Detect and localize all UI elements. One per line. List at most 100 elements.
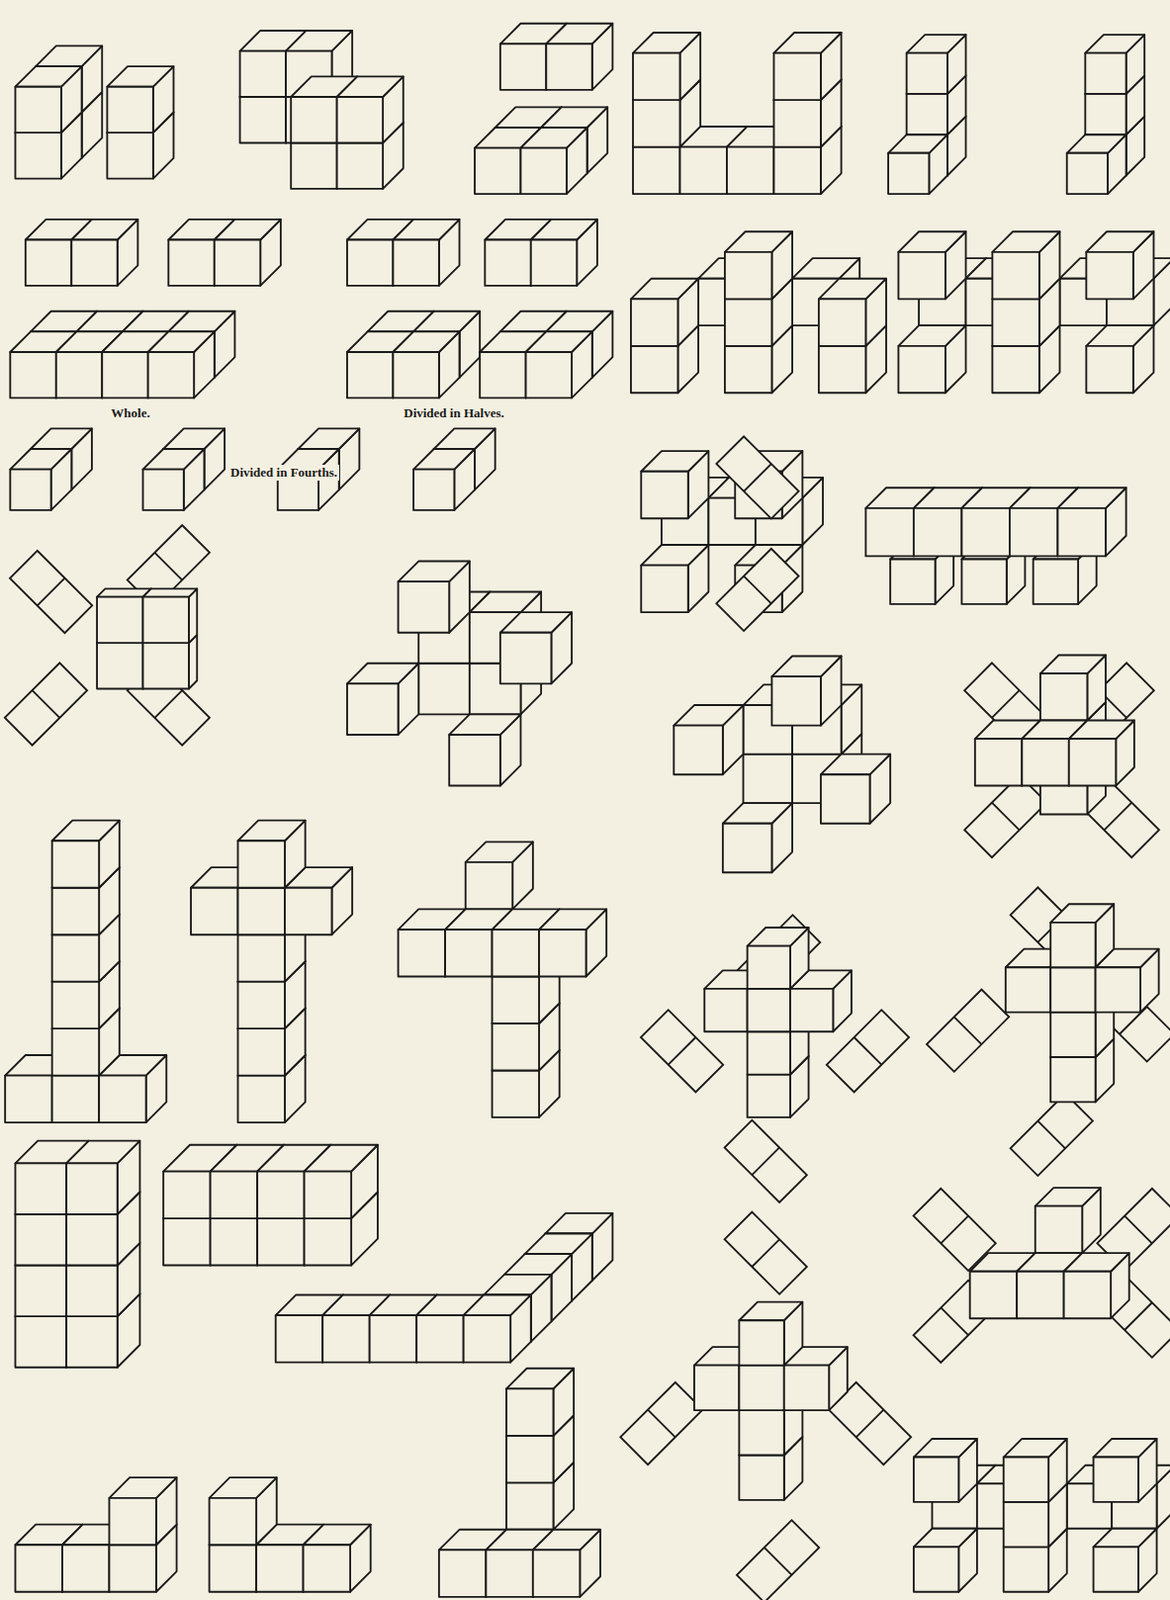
cube-front [14, 87, 61, 133]
cube-front [975, 738, 1022, 786]
cube-front [210, 1171, 258, 1219]
cube-top [818, 278, 887, 300]
cube-front [290, 96, 337, 143]
cube-top [1050, 903, 1114, 923]
cube-front [970, 1271, 1017, 1319]
cube-front [913, 1546, 959, 1592]
cube-top [398, 561, 470, 583]
cube-top [500, 612, 572, 633]
cube-top [413, 311, 480, 333]
tilted-block-face [736, 1520, 819, 1600]
cube-front [818, 346, 866, 393]
cube-front [25, 239, 72, 285]
cube-front [991, 252, 1039, 299]
cube-top [1057, 487, 1126, 509]
cube-top [297, 428, 360, 450]
cube-top [673, 705, 743, 726]
tilted-block [620, 1382, 703, 1465]
cube-front [303, 1544, 351, 1592]
tilted-block-face [964, 775, 1047, 858]
cube-figure [190, 820, 353, 1123]
cube-front [168, 239, 214, 285]
cube-figure [694, 1302, 848, 1501]
cube-top [632, 32, 701, 54]
cube-top [163, 428, 225, 450]
cube-top [888, 134, 948, 154]
cube-front [492, 977, 540, 1024]
cube-figure [1005, 903, 1160, 1102]
cube-top [526, 331, 593, 353]
cube-top [544, 1213, 613, 1235]
cube-top [71, 219, 138, 241]
cube-front [143, 469, 184, 511]
cube-front [545, 43, 592, 90]
cube-front [106, 87, 153, 133]
cube-figure [484, 219, 598, 286]
cube-top [1040, 654, 1106, 674]
cube-figure [209, 1477, 371, 1593]
tilted-block-face [926, 990, 1009, 1073]
cube-figure [96, 588, 197, 689]
cube-front [238, 1028, 285, 1076]
cube-front [14, 1316, 67, 1368]
tilted-block-face [4, 662, 88, 745]
cube-front [890, 558, 935, 604]
cube-front [143, 642, 189, 689]
cube-front [108, 1498, 156, 1545]
cube-top [640, 544, 709, 566]
cube-front [52, 934, 99, 982]
tilted-block [9, 550, 92, 633]
cube-front [771, 676, 821, 726]
cube-front [738, 1365, 784, 1411]
cube-top [533, 1530, 601, 1551]
cube-top [1069, 720, 1135, 740]
tilted-block-divider [764, 1547, 793, 1576]
cube-top [820, 754, 891, 776]
tilted-block-divider [1124, 1302, 1153, 1331]
cube-top [1084, 34, 1145, 54]
cube-front [539, 929, 586, 977]
cube-front [210, 1218, 258, 1265]
cube-front [449, 734, 501, 787]
cube-front [500, 43, 546, 90]
cube-top [214, 219, 281, 241]
cube-top [469, 591, 541, 613]
cube-figure [704, 927, 852, 1118]
cube-front [492, 929, 540, 977]
cube-top [1035, 1187, 1101, 1207]
cube-front [991, 298, 1039, 346]
cube-figure [290, 76, 404, 189]
cube-front [347, 352, 393, 398]
cube-top [66, 1141, 140, 1165]
cube-front [632, 53, 680, 100]
tilted-block-divider [991, 803, 1020, 831]
cube-front [738, 1454, 784, 1500]
cube-figure [413, 428, 496, 511]
cube-figure [479, 311, 613, 399]
cube-front [738, 1320, 784, 1365]
cube-top [1093, 1529, 1158, 1548]
cube-figure [500, 23, 614, 90]
tilted-block-divider [940, 1307, 969, 1336]
tilted-block-face [620, 1382, 703, 1465]
cube-top [392, 331, 459, 353]
cube-front [163, 1218, 210, 1265]
cube-front [724, 346, 772, 393]
cube-top [463, 1294, 532, 1316]
cube-front [1095, 967, 1141, 1012]
tilted-block-divider [32, 690, 61, 719]
cube-front [392, 239, 439, 285]
cube-front [238, 982, 285, 1029]
tilted-block [724, 1120, 808, 1203]
cube-figure [970, 1187, 1130, 1319]
cube-front [209, 1498, 257, 1545]
cube-front [66, 1265, 118, 1318]
cube-front [898, 346, 945, 393]
cube-front [465, 862, 513, 909]
cube-front [500, 632, 552, 685]
cube-top [347, 663, 419, 685]
cube-front [1003, 1502, 1049, 1547]
cube-front [1050, 922, 1095, 968]
cube-figure [630, 231, 887, 393]
cube-top [168, 311, 235, 333]
